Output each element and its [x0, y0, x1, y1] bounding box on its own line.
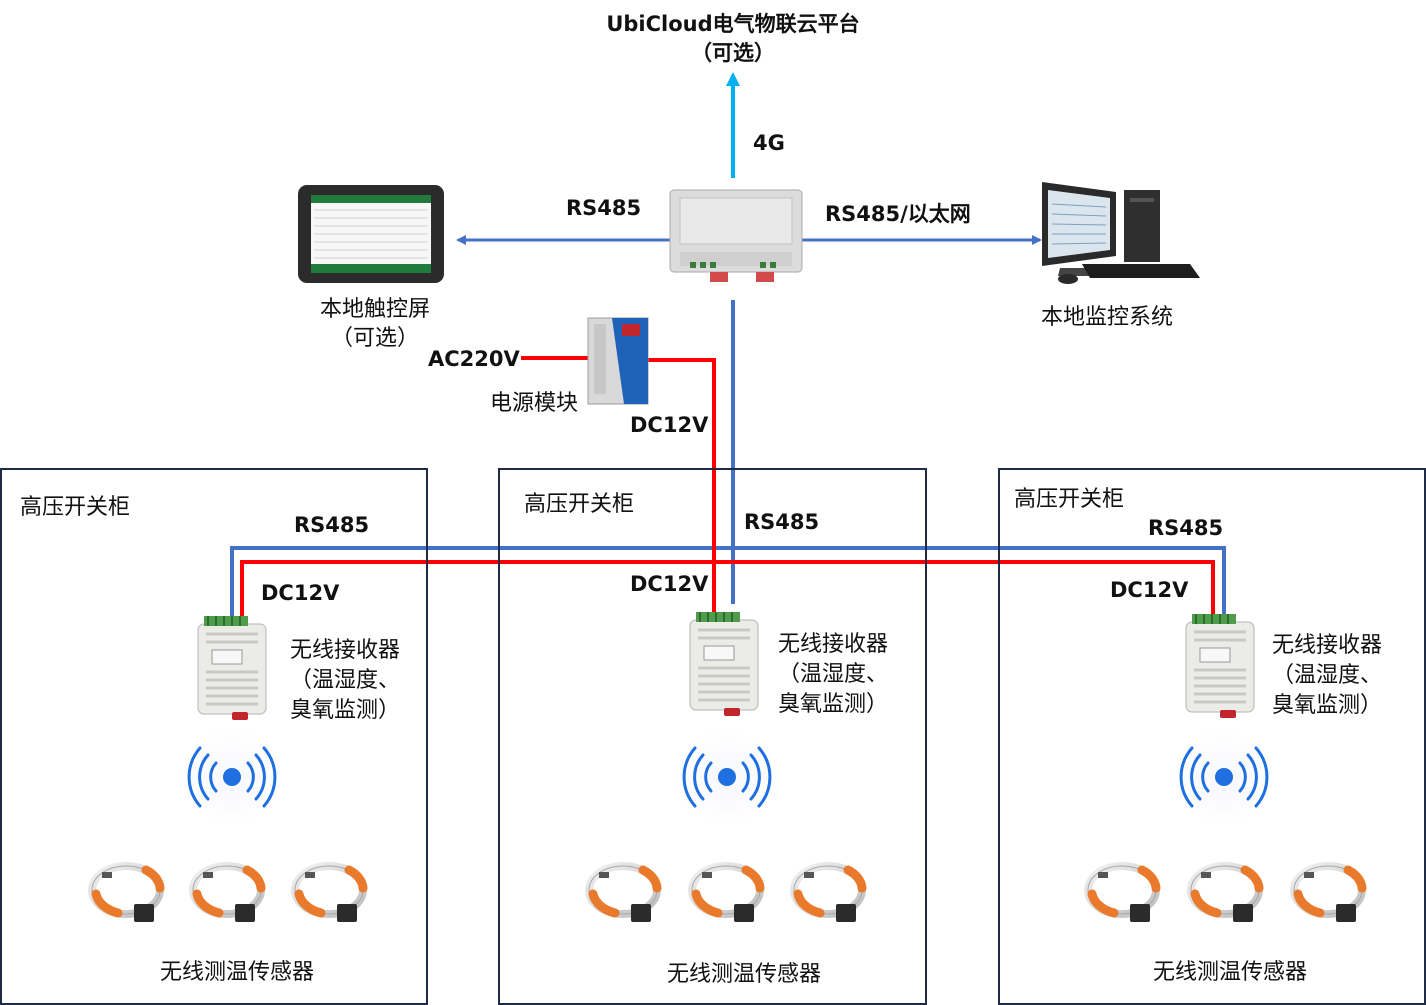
temperature-sensor-icon — [295, 866, 363, 922]
dc12v-module-label: DC12V — [630, 413, 709, 437]
touchscreen-title: 本地触控屏 — [320, 297, 430, 322]
monitor-title: 本地监控系统 — [1041, 305, 1173, 330]
cabinet-rs485-label: RS485 — [744, 510, 819, 534]
receiver-label: 无线接收器 — [290, 638, 400, 663]
temperature-sensor-icon — [794, 866, 862, 922]
temperature-sensor-icon — [1191, 866, 1259, 922]
wireless-signal-icon — [1170, 727, 1278, 827]
wireless-signal-icon — [178, 727, 286, 827]
cabinet-title: 高压开关柜 — [1014, 487, 1124, 512]
cabinet-title: 高压开关柜 — [524, 492, 634, 517]
cabinet-dc12v-label: DC12V — [261, 581, 340, 605]
temperature-sensor-icon — [92, 866, 160, 922]
rs485-left-label: RS485 — [566, 196, 641, 220]
sensors-label: 无线测温传感器 — [160, 960, 314, 985]
cabinet-title: 高压开关柜 — [20, 495, 130, 520]
power-module-icon — [587, 317, 649, 405]
temperature-sensor-icon — [589, 866, 657, 922]
rs485-ethernet-label: RS485/以太网 — [825, 202, 971, 226]
sensors-label: 无线测温传感器 — [1153, 960, 1307, 985]
uplink-4g-label: 4G — [753, 131, 785, 155]
dc12v-bus-line — [240, 560, 1215, 616]
rs485-bus-horizontal — [230, 546, 1226, 616]
receiver-label: （温湿度、 — [778, 662, 888, 687]
cabinet-3-box — [998, 468, 1426, 1005]
touchscreen-icon — [298, 185, 444, 283]
receiver-label: （温湿度、 — [1272, 663, 1382, 688]
temperature-sensor-icon — [1088, 866, 1156, 922]
receiver-label: 无线接收器 — [1272, 633, 1382, 658]
receiver-icon — [688, 610, 760, 718]
receiver-label: （温湿度、 — [290, 668, 400, 693]
dc12v-module-line — [640, 358, 716, 612]
receiver-label: 臭氧监测） — [1272, 693, 1382, 718]
gateway-icon — [669, 189, 803, 282]
touchscreen-subtitle: （可选） — [331, 326, 419, 351]
sensors-label: 无线测温传感器 — [667, 962, 821, 987]
power-module-label: 电源模块 — [490, 391, 578, 416]
ac220v-label: AC220V — [428, 347, 520, 371]
cabinet-rs485-label: RS485 — [294, 513, 369, 537]
temperature-sensor-icon — [193, 866, 261, 922]
cloud-subtitle: （可选） — [691, 41, 775, 65]
receiver-icon — [196, 614, 268, 722]
cabinet-2-box — [498, 468, 927, 1005]
cloud-title: UbiCloud电气物联云平台 — [606, 12, 859, 36]
cabinet-1-box — [0, 468, 428, 1005]
temperature-sensor-icon — [692, 866, 760, 922]
cabinet-rs485-label: RS485 — [1148, 516, 1223, 540]
receiver-label: 臭氧监测） — [290, 698, 400, 723]
monitor-pc-icon — [1042, 182, 1200, 284]
wireless-signal-icon — [673, 727, 781, 827]
receiver-label: 臭氧监测） — [778, 692, 888, 717]
receiver-label: 无线接收器 — [778, 632, 888, 657]
cabinet-dc12v-label: DC12V — [630, 572, 709, 596]
temperature-sensor-icon — [1294, 866, 1362, 922]
receiver-icon — [1184, 612, 1256, 720]
cabinet-dc12v-label: DC12V — [1110, 578, 1189, 602]
